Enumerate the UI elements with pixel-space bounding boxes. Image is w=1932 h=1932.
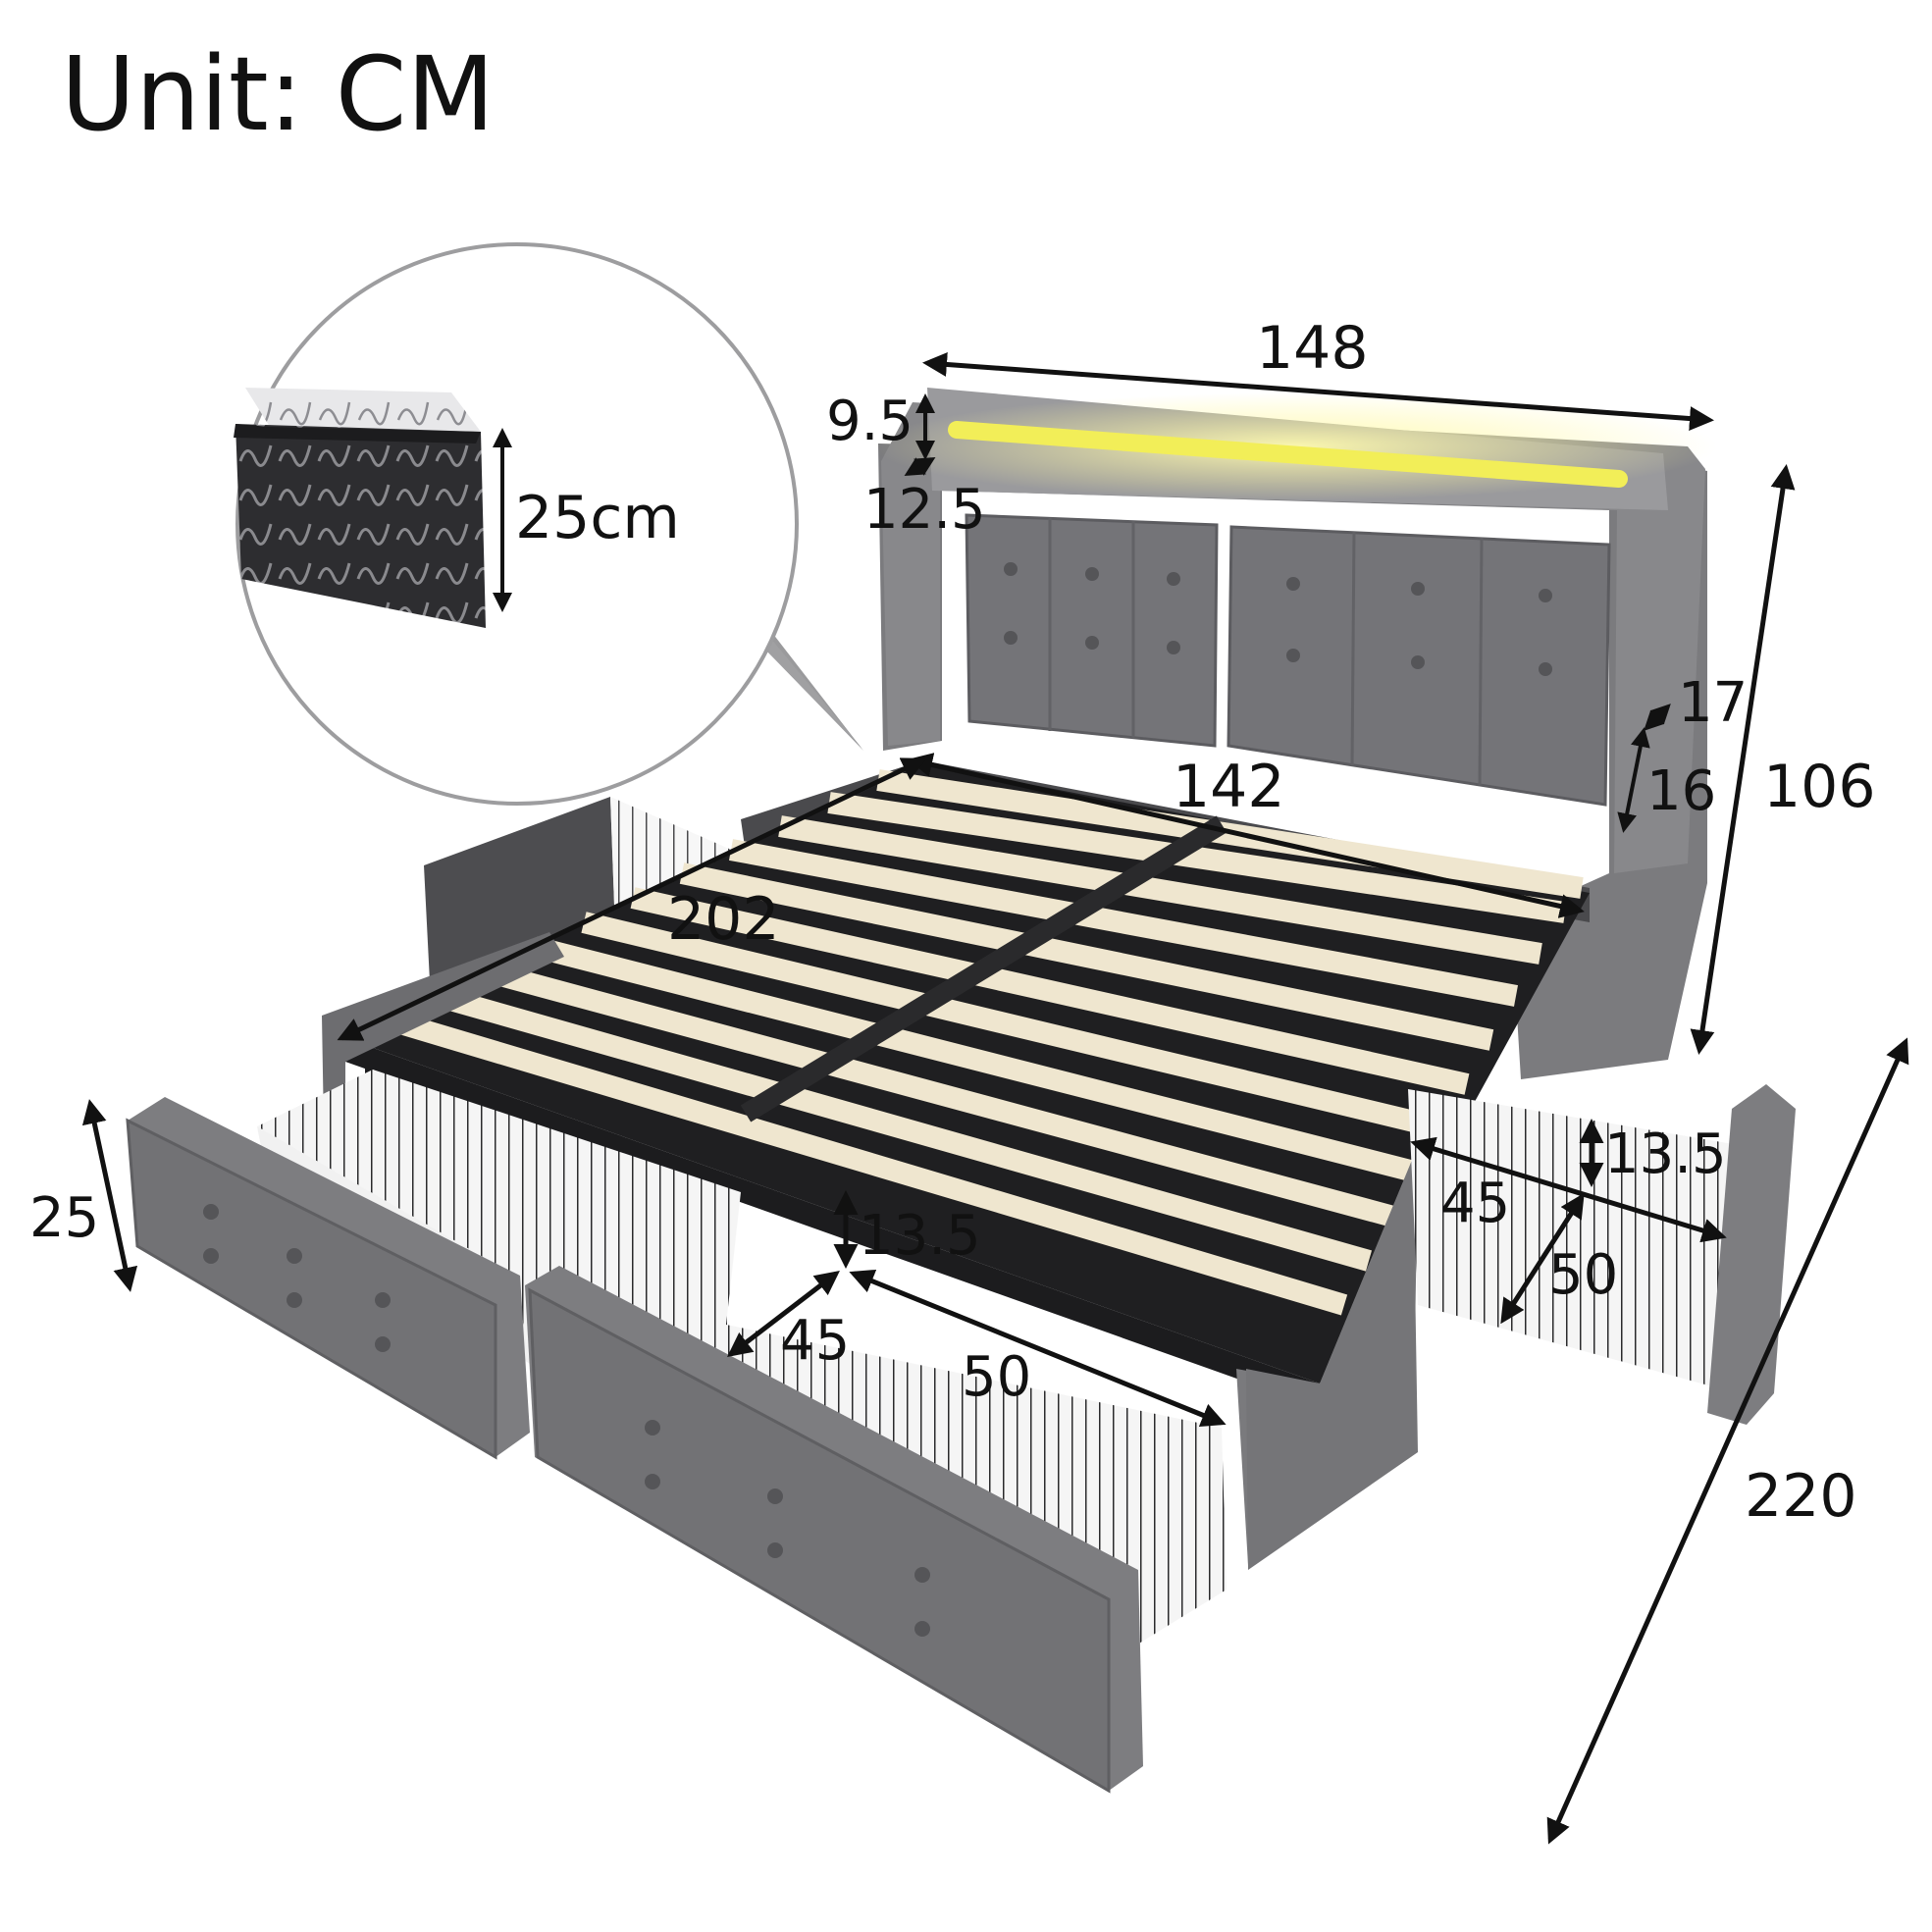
label-total-length: 220	[1745, 1462, 1857, 1531]
label-total-height: 106	[1763, 753, 1876, 821]
label-slat-width: 142	[1173, 753, 1285, 821]
label-right-drawer-width: 45	[1440, 1172, 1510, 1235]
arrow-led-depth	[904, 456, 936, 477]
headboard-panel-right	[1227, 525, 1611, 807]
arrow-right-drawer-width	[1410, 1136, 1727, 1243]
led-strip	[948, 421, 1628, 488]
label-led-height: 9.5	[826, 390, 914, 453]
arrow-slat-width	[908, 753, 1585, 918]
front-drawers	[126, 1070, 1227, 1794]
headboard-panel-left	[965, 513, 1219, 748]
label-slat-length: 202	[667, 885, 780, 954]
arrow-left-drawer-width	[727, 1270, 840, 1358]
arrow-drawer-front-height	[81, 1099, 138, 1292]
label-led-depth: 12.5	[863, 478, 986, 542]
drawer-front-left	[126, 1097, 530, 1460]
mattress-thickness-label: 25cm	[515, 484, 680, 552]
dimension-labels: 148 9.5 12.5 142 202 106 17 16 220 25 13…	[29, 314, 1876, 1531]
label-wing-top: 17	[1678, 671, 1748, 735]
label-right-drawer-length: 50	[1548, 1243, 1618, 1307]
arrow-left-drawer-length	[849, 1269, 1227, 1428]
arrow-right-drawer-length	[1500, 1192, 1585, 1325]
label-right-drawer-height: 13.5	[1604, 1123, 1727, 1186]
arrow-total-length	[1546, 1037, 1909, 1845]
label-left-drawer-length: 50	[962, 1345, 1031, 1409]
label-headboard-width: 148	[1256, 314, 1369, 383]
label-left-drawer-height: 13.5	[859, 1204, 981, 1268]
mattress-callout: 25cm	[234, 242, 863, 806]
drawer-front-right	[525, 1266, 1143, 1794]
mattress-sample	[234, 388, 486, 628]
arrow-wing-top	[1644, 704, 1671, 731]
arrow-wing-side	[1617, 727, 1650, 833]
label-drawer-front-height: 25	[29, 1186, 99, 1250]
arrow-headboard-width	[922, 351, 1714, 432]
dimension-arrows	[81, 351, 1909, 1845]
arrow-total-height	[1690, 464, 1796, 1055]
unit-title: Unit: CM	[61, 34, 495, 154]
arrow-slat-length	[337, 757, 927, 1041]
label-wing-side: 16	[1646, 759, 1716, 823]
label-left-drawer-width: 45	[780, 1309, 850, 1373]
